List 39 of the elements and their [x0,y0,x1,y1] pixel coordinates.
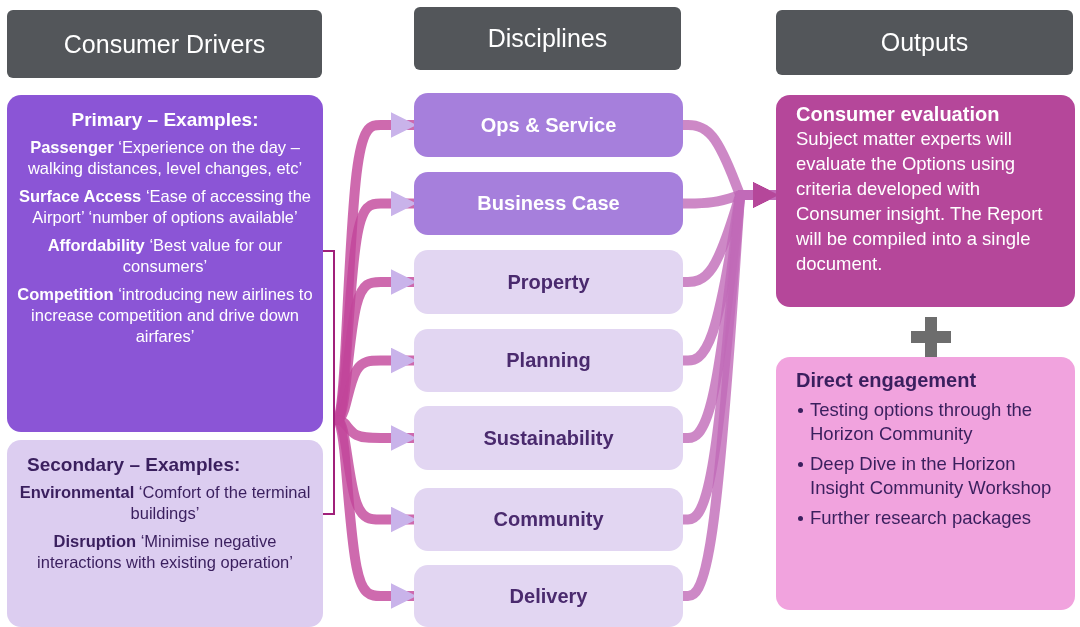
output-box [776,357,1075,610]
header-title: Disciplines [486,24,609,53]
example-text: Competition ‘introducing new airlines to increase competition and drive down airfares’ [16,284,314,347]
bullet-item: Further research packages [810,506,1033,530]
example-text: Environmental ‘Comfort of the terminal buildings’ [18,482,312,524]
discipline-title: Community [492,508,605,531]
discipline-title: Planning [505,349,592,372]
header-box [776,10,1073,75]
header-box [7,10,322,78]
discipline-box [414,329,683,392]
output-box [776,95,1075,307]
discipline-box [414,93,683,157]
discipline-box [414,172,683,235]
output-description: Subject matter experts will evaluate the Options using criteria developed with Consumer insight. The Report will be compiled into a single document. [796,127,1044,276]
discipline-title: Sustainability [482,426,615,450]
discipline-title: Delivery [508,584,589,608]
header-title: Consumer Drivers [62,29,267,59]
driver-box [7,95,323,432]
header-title: Outputs [879,28,970,57]
bracket [323,250,335,515]
discipline-title: Business Case [476,192,621,215]
bullet-item: Deep Dive in the Horizon Insight Community Workshop [810,452,1053,500]
discipline-title: Ops & Service [479,113,618,137]
output-heading: Direct engagement [796,369,978,392]
bullet-item: Testing options through the Horizon Community [810,398,1034,446]
section-heading: Primary – Examples: [70,109,260,131]
discipline-box [414,406,683,470]
section-heading: Secondary – Examples: [26,454,242,476]
discipline-box [414,488,683,551]
driver-box [7,440,323,627]
discipline-box [414,565,683,627]
example-text: Disruption ‘Minimise negative interactions with existing operation’ [36,531,294,573]
output-heading: Consumer evaluation [796,103,1001,126]
discipline-box [414,250,683,314]
header-box [414,7,681,70]
example-text: Affordability ‘Best value for our consumers’ [46,235,284,277]
example-text: Passenger ‘Experience on the day – walking distances, level changes, etc’ [26,137,304,179]
discipline-title: Property [506,270,591,294]
example-text: Surface Access ‘Ease of accessing the Airport’ ‘number of options available’ [18,186,312,228]
